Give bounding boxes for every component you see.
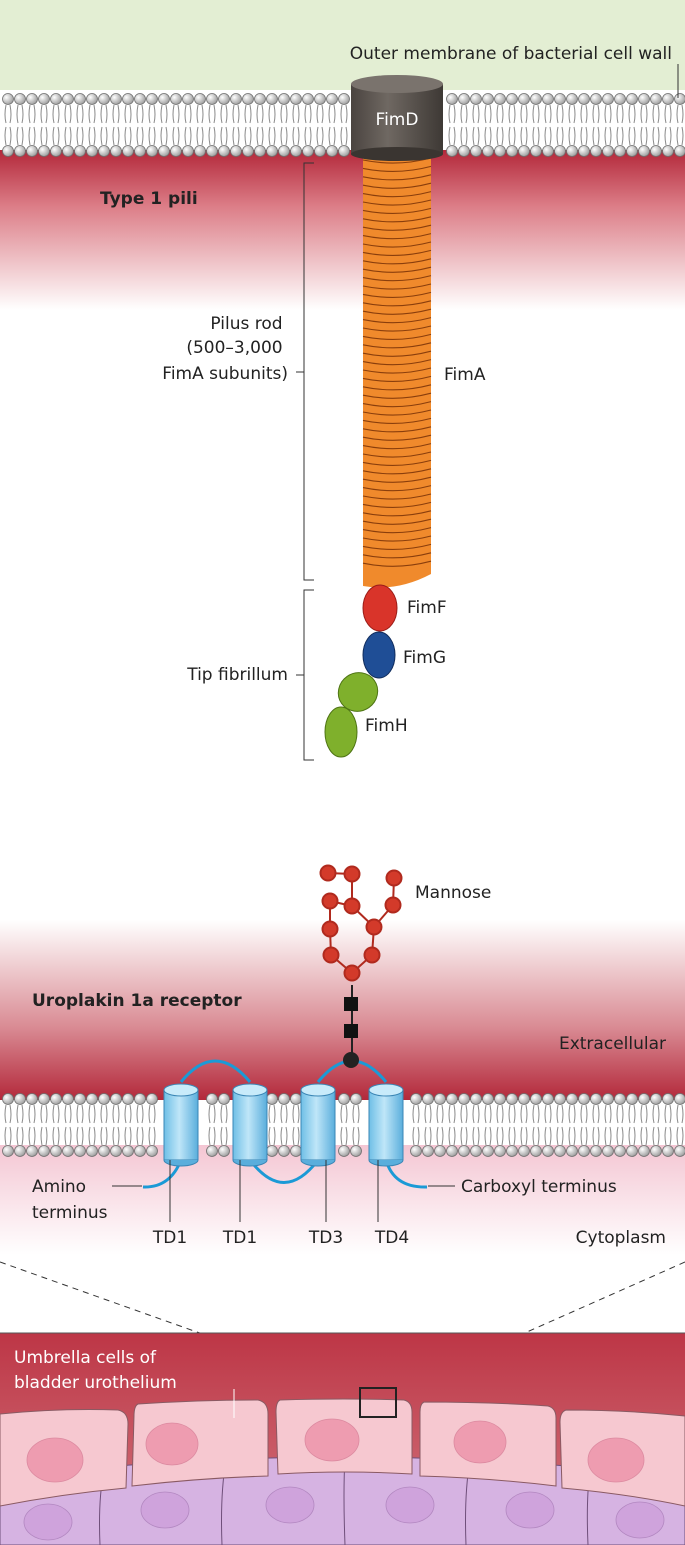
umbrella-nuclei [26, 1418, 645, 1483]
outer-membrane-label: Outer membrane of bacterial cell wall [350, 44, 672, 64]
td-leader-lines [112, 1160, 455, 1222]
pilus-rod-label: Pilus rod (500–3,000 FimA subunits) [162, 314, 288, 384]
fimh-pilin-domain [337, 672, 379, 712]
cytoplasm-gradient-band [0, 1145, 685, 1255]
td4-helix [368, 1083, 404, 1167]
td1-a-helix [163, 1083, 199, 1167]
fimf-subunit [362, 584, 398, 632]
td1-a-label: TD1 [152, 1228, 187, 1248]
bladder-panel [0, 1332, 685, 1545]
zoom-dashed-lines [0, 1261, 685, 1391]
td4-label: TD4 [374, 1228, 409, 1248]
type1-pili-title: Type 1 pili [100, 189, 198, 209]
top-green-background [0, 0, 685, 90]
extracellular-gradient-band [0, 920, 685, 1100]
td3-helix [300, 1083, 336, 1167]
fima-label: FimA [444, 365, 486, 385]
fimg-label: FimG [403, 648, 446, 668]
transmembrane-helices [163, 1083, 404, 1167]
amino-terminus-label: Amino terminus [32, 1177, 108, 1223]
glycan-chain [343, 985, 359, 1068]
extracellular-label: Extracellular [559, 1034, 666, 1054]
periplasm-gradient-band [0, 150, 685, 310]
zoom-inset-box [359, 1387, 397, 1418]
td1-b-helix [232, 1083, 268, 1167]
carboxyl-terminus-label: Carboxyl terminus [461, 1177, 617, 1197]
fimh-lectin-domain [324, 706, 358, 758]
pilus-rod-bracket [296, 162, 314, 581]
fimf-label: FimF [407, 598, 447, 618]
umbrella-cells-label: Umbrella cells of bladder urothelium [14, 1348, 177, 1393]
bacterial-outer-membrane [2, 93, 685, 157]
fimh-label: FimH [365, 716, 408, 736]
tip-fibrillum-label: Tip fibrillum [186, 665, 288, 685]
fimd-label: FimD [376, 110, 419, 130]
td3-label: TD3 [308, 1228, 343, 1248]
fimd-usher [351, 75, 443, 161]
fimg-subunit [362, 631, 396, 679]
cytoplasm-label: Cytoplasm [576, 1228, 666, 1248]
mannose-label: Mannose [415, 883, 491, 903]
tip-fibrillum-bracket [296, 589, 314, 761]
mannose-tree [319, 864, 403, 982]
urothelial-membrane [2, 1093, 685, 1157]
fima-pilus-rod [362, 148, 432, 588]
td1-b-label: TD1 [222, 1228, 257, 1248]
uroplakin-title: Uroplakin 1a receptor [32, 991, 242, 1011]
